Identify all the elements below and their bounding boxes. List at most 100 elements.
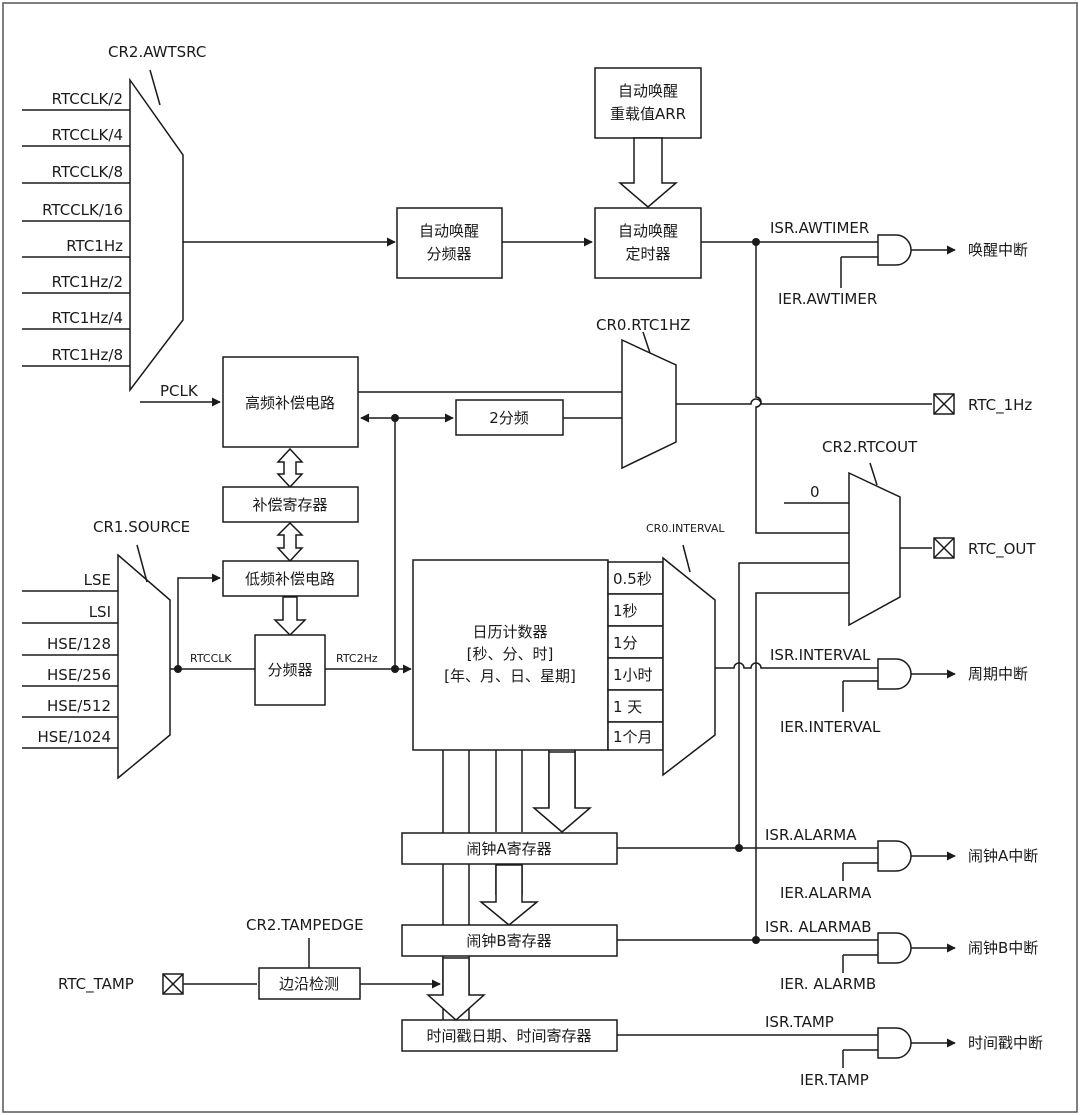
ier-awtimer-label: IER.AWTIMER: [778, 290, 877, 308]
interval-option-label: 1小时: [613, 666, 653, 684]
ier-tamp-label: IER.TAMP: [800, 1071, 869, 1089]
alarm-b-register-label: 闹钟B寄存器: [466, 932, 551, 950]
lfcomp-prescaler-hollow-arrow: [273, 596, 307, 637]
rtc-out-pin: [933, 537, 955, 559]
awtsrc-inputs: RTCCLK/2 RTCCLK/4 RTCCLK/8 RTCCLK/16 RTC…: [22, 90, 130, 367]
awtsrc-select-label: CR2.AWTSRC: [108, 43, 206, 61]
rtc1hz-mux-select-label: CR0.RTC1HZ: [596, 316, 690, 334]
alarmb-to-rtcout-wire: [755, 592, 849, 940]
isr-alarma-label: ISR.ALARMA: [765, 826, 857, 844]
prescaler-block: 分频器: [254, 634, 326, 706]
ier-alarmb-label: IER. ALARMB: [780, 975, 876, 993]
awtsrc-input-label: RTC1Hz/4: [52, 309, 123, 327]
calendar-counter-block: 日历计数器 [秒、分、时] [年、月、日、星期]: [412, 559, 609, 751]
awtsrc-input-label: RTCCLK/2: [52, 90, 123, 108]
rtc-out-pin-label: RTC_OUT: [968, 540, 1036, 559]
hf-compreg-hollow-arrow: [276, 447, 304, 489]
interval-mux-select-label: CR0.INTERVAL: [646, 522, 725, 535]
calendar-to-alarmb-hollow-arrow: [478, 864, 540, 926]
rtc-tamp-pin: [162, 973, 184, 995]
awtsrc-input-label: RTC1Hz/8: [52, 346, 123, 364]
rtc1hz-out-wire: [676, 398, 932, 405]
edge-detect-label: 边沿检测: [279, 975, 339, 993]
rtc-1hz-pin: [933, 393, 955, 415]
source-mux: LSE LSI HSE/128 HSE/256 HSE/512 HSE/1024: [22, 544, 171, 780]
awtsrc-input-label: RTCCLK/4: [52, 126, 123, 144]
lf-compensation-label: 低频补偿电路: [245, 570, 335, 588]
interval-to-and-wire: [715, 662, 878, 669]
awtsrc-input-label: RTCCLK/16: [42, 201, 123, 219]
timestamp-register-label: 时间戳日期、时间寄存器: [426, 1027, 591, 1045]
arr-label: 自动唤醒: [618, 82, 678, 100]
calendar-counter-label: [秒、分、时]: [467, 645, 554, 663]
calendar-counter-label: 日历计数器: [472, 623, 547, 641]
rtcout-mux: [848, 462, 901, 627]
compensation-register-label: 补偿寄存器: [252, 496, 327, 514]
junction-dot: [735, 844, 743, 852]
rtc-1hz-pin-label: RTC_1Hz: [968, 396, 1032, 415]
isr-awtimer-label: ISR.AWTIMER: [770, 219, 869, 237]
wakeup-timer-label: 自动唤醒: [618, 222, 678, 240]
wakeup-timer-block: 自动唤醒 定时器: [594, 207, 702, 279]
prescaler-label: 分频器: [267, 661, 312, 679]
edge-detect-block: 边沿检测: [258, 967, 361, 1000]
source-input-label: HSE/256: [47, 666, 111, 684]
wakeup-divider-label: 自动唤醒: [419, 222, 479, 240]
isr-alarmb-label: ISR. ALARMAB: [765, 918, 872, 936]
alarm-b-register-block: 闹钟B寄存器: [401, 924, 618, 957]
and-gate-alarmb: [842, 932, 956, 973]
arr-label: 重载值ARR: [610, 105, 686, 123]
source-input-label: HSE/128: [47, 635, 111, 653]
alarma-to-rtcout-wire: [738, 562, 849, 848]
interval-option-label: 1分: [613, 634, 638, 652]
and-gate-awtimer: [840, 234, 956, 288]
awtsrc-input-label: RTC1Hz: [66, 237, 123, 255]
rtc2hz-label: RTC2Hz: [336, 652, 378, 665]
div2-label: 2分频: [489, 409, 529, 427]
alarm-a-register-block: 闹钟A寄存器: [401, 832, 618, 865]
source-input-label: LSI: [89, 603, 111, 621]
and-gate-interval: [842, 658, 956, 712]
calendar-counter-label: [年、月、日、星期]: [444, 667, 576, 685]
awtimer-to-rtcout-wire: [755, 242, 849, 534]
source-inputs: LSE LSI HSE/128 HSE/256 HSE/512 HSE/1024: [22, 571, 118, 749]
timestamp-register-block: 时间戳日期、时间寄存器: [401, 1019, 618, 1052]
arr-block: 自动唤醒 重载值ARR: [594, 67, 702, 139]
source-input-label: LSE: [84, 571, 111, 589]
ier-alarma-label: IER.ALARMA: [780, 884, 872, 902]
interval-option-label: 1个月: [613, 728, 653, 746]
compensation-register-block: 补偿寄存器: [222, 486, 359, 523]
awtsrc-mux: CR2.AWTSRC RTCCLK/2 RTCCLK/4 RTCCLK/8 RT…: [22, 43, 206, 393]
div2-block: 2分频: [455, 399, 564, 436]
pclk-label: PCLK: [160, 382, 199, 400]
hf-compensation-block: 高频补偿电路: [222, 356, 359, 448]
awtsrc-input-label: RTCCLK/8: [52, 163, 123, 181]
rtc1hz-mux: [621, 331, 677, 470]
alarm-b-interrupt-label: 闹钟B中断: [968, 939, 1038, 957]
calendar-to-alarma-hollow-arrow: [531, 751, 593, 833]
awtsrc-input-label: RTC1Hz/2: [52, 273, 123, 291]
awtsrc-select-line: [149, 69, 161, 106]
interval-option-label: 1秒: [613, 602, 638, 620]
source-input-label: HSE/512: [47, 697, 111, 715]
and-gate-alarma: [842, 840, 956, 881]
ier-interval-label: IER.INTERVAL: [780, 718, 881, 736]
interval-option-label: 0.5秒: [613, 570, 652, 588]
wakeup-timer-label: 定时器: [625, 245, 670, 263]
isr-interval-label: ISR.INTERVAL: [770, 646, 871, 664]
calendar-to-timestamp-hollow-arrow: [426, 957, 486, 1022]
periodic-interrupt-label: 周期中断: [968, 665, 1028, 683]
rtc-tamp-pin-label: RTC_TAMP: [58, 975, 134, 994]
wakeup-divider-block: 自动唤醒 分频器: [396, 207, 503, 279]
compreg-lfcomp-hollow-arrow: [276, 521, 304, 563]
arr-to-timer-hollow-arrow: [617, 137, 679, 208]
hf-compensation-label: 高频补偿电路: [245, 394, 335, 412]
rtcout-mux-select-label: CR2.RTCOUT: [822, 438, 918, 456]
lf-compensation-block: 低频补偿电路: [222, 560, 359, 597]
and-gate-timestamp: [842, 1027, 956, 1068]
timestamp-interrupt-label: 时间戳中断: [968, 1034, 1043, 1052]
interval-option-label: 1 天: [613, 698, 642, 716]
interval-mux: [662, 544, 716, 777]
